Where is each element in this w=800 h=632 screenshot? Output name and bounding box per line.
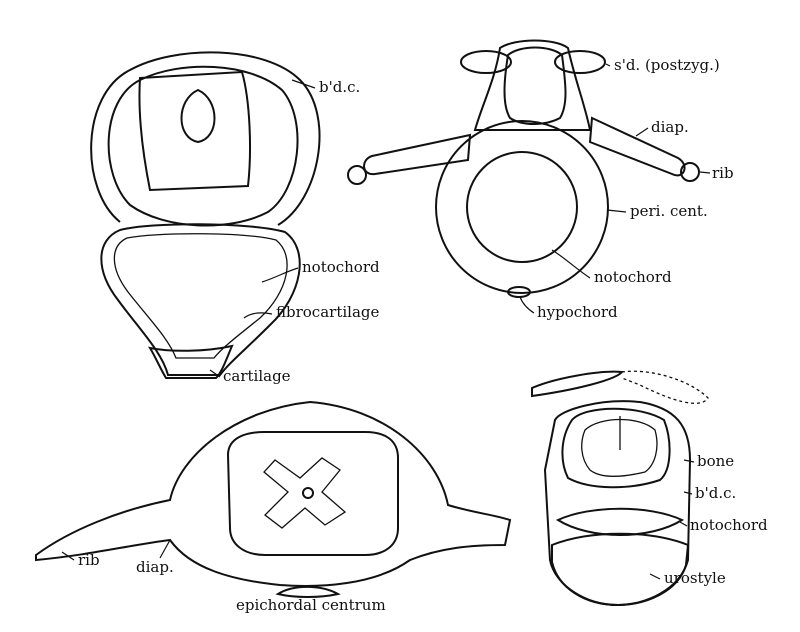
centrum-a bbox=[100, 223, 301, 376]
label-epichordal-centrum: epichordal centrum bbox=[236, 596, 386, 614]
leader-diap-c bbox=[159, 539, 171, 559]
leader-sd bbox=[605, 63, 611, 67]
neural-canal-c bbox=[226, 431, 399, 556]
notochord-b bbox=[466, 151, 578, 263]
central-canal bbox=[180, 88, 216, 144]
central-canal-c bbox=[302, 487, 314, 499]
leader-peri-cent bbox=[606, 209, 627, 213]
neural-arch-outer bbox=[90, 51, 321, 226]
figure-a: b'd.c. notochord fibrocartilage cartilag… bbox=[90, 51, 380, 385]
leader-urostyle bbox=[649, 573, 661, 580]
label-sd: s'd. (postzyg.) bbox=[614, 56, 720, 74]
leader-hypochord bbox=[519, 296, 535, 314]
figure-d: bone b'd.c. notochord urostyle bbox=[531, 370, 768, 607]
neural-canal-b bbox=[503, 46, 567, 125]
label-peri-cent: peri. cent. bbox=[630, 202, 708, 220]
figure-c: rib diap. epichordal centrum bbox=[35, 400, 512, 614]
rib-right-b bbox=[680, 162, 700, 182]
diapophysis-right bbox=[588, 116, 686, 177]
peri-centrum bbox=[435, 120, 609, 294]
label-notochord-d: notochord bbox=[690, 516, 768, 534]
figure-b: s'd. (postzyg.) diap. rib peri. cent. no… bbox=[347, 39, 734, 321]
postzyg-left bbox=[460, 50, 512, 74]
dorsal-spine-dashed bbox=[621, 370, 709, 404]
spinal-cord-d bbox=[581, 418, 658, 477]
dorsal-spine-d bbox=[531, 370, 625, 398]
epichordal-centrum-shape bbox=[275, 585, 341, 598]
label-rib-c: rib bbox=[78, 551, 100, 569]
label-notochord-b: notochord bbox=[594, 268, 672, 286]
label-bdc-d: b'd.c. bbox=[695, 484, 736, 502]
notochord-d bbox=[555, 507, 685, 536]
leader-notochord-b bbox=[551, 249, 591, 279]
leader-notochord-a bbox=[261, 267, 299, 283]
leader-rib-c bbox=[61, 551, 75, 561]
leader-rib-b bbox=[699, 171, 711, 174]
hypochord-b bbox=[507, 286, 531, 298]
cartilage-base bbox=[147, 344, 234, 379]
neural-canal-d bbox=[561, 407, 671, 489]
label-urostyle: urostyle bbox=[664, 569, 726, 587]
spinal-cord bbox=[138, 70, 251, 192]
neural-arch-b bbox=[473, 39, 592, 131]
label-bone: bone bbox=[697, 452, 734, 470]
neural-canal bbox=[107, 65, 299, 227]
leader-bdc-d bbox=[683, 491, 693, 495]
label-bdc-a: b'd.c. bbox=[319, 78, 360, 96]
leader-diap-b bbox=[635, 127, 649, 137]
leader-bone bbox=[683, 459, 695, 463]
label-rib-b: rib bbox=[712, 164, 734, 182]
label-notochord-a: notochord bbox=[302, 258, 380, 276]
leader-fibrocartilage bbox=[243, 312, 273, 319]
label-diap-c: diap. bbox=[136, 558, 174, 576]
label-diap-b: diap. bbox=[651, 118, 689, 136]
notochord-cells-a bbox=[113, 233, 288, 359]
rib-left-b bbox=[347, 165, 367, 185]
leader-bdc-a bbox=[291, 79, 316, 89]
leader-notochord-d bbox=[679, 521, 688, 527]
label-hypochord: hypochord bbox=[537, 303, 618, 321]
leader-cartilage bbox=[209, 369, 221, 378]
postzyg-right bbox=[554, 50, 606, 74]
urostyle-lower bbox=[551, 532, 690, 607]
label-fibrocartilage: fibrocartilage bbox=[276, 303, 379, 321]
arch-c bbox=[35, 400, 512, 587]
spinal-cord-c bbox=[263, 457, 347, 529]
label-cartilage: cartilage bbox=[223, 367, 291, 385]
